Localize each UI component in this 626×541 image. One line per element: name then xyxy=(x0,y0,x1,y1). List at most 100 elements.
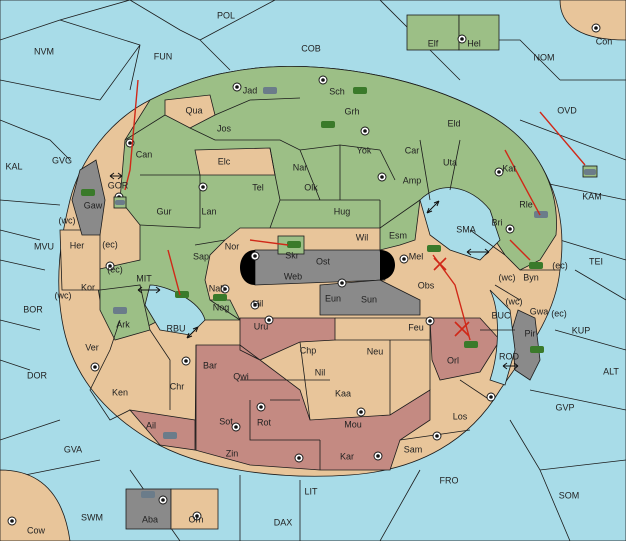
units[interactable] xyxy=(81,87,598,498)
army-orl-icon[interactable] xyxy=(464,341,478,348)
label-eun: Eun xyxy=(325,293,341,303)
label-cob: COB xyxy=(301,43,321,53)
label-her-ec: (ec) xyxy=(102,239,118,249)
fleet-rle-icon[interactable] xyxy=(534,211,548,218)
label-obs: Obs xyxy=(418,280,435,290)
order-arrows xyxy=(124,79,586,341)
label-esm: Esm xyxy=(389,230,407,240)
label-ken: Ken xyxy=(112,387,128,397)
label-dor: DOR xyxy=(27,370,48,380)
label-byn-wc: (wc) xyxy=(499,272,516,282)
label-grh: Grh xyxy=(344,106,359,116)
region-elc xyxy=(194,147,276,176)
label-rbu: RBU xyxy=(166,323,185,333)
army-grh-icon[interactable] xyxy=(321,121,335,128)
label-ail: Ail xyxy=(146,420,156,430)
label-kal: KAL xyxy=(5,161,22,171)
region-hel xyxy=(458,14,500,51)
label-pol: POL xyxy=(217,10,235,20)
label-sot: Sot xyxy=(219,416,233,426)
region-labels: POL NVM FUN COB NOM Con Elf Hel OVD KAL … xyxy=(5,10,619,535)
fleet-kam-icon[interactable] xyxy=(584,169,596,175)
label-bar: Bar xyxy=(203,360,217,370)
province-borders xyxy=(89,97,560,470)
region-orn xyxy=(170,488,219,530)
label-aba: Aba xyxy=(142,514,158,524)
army-byn-icon[interactable] xyxy=(529,262,543,269)
army-mel-icon[interactable] xyxy=(427,245,441,252)
label-con: Con xyxy=(596,36,613,46)
label-uta: Uta xyxy=(443,157,457,167)
label-amp: Amp xyxy=(403,175,422,185)
label-rle: Rle xyxy=(519,199,533,209)
label-sam: Sam xyxy=(404,444,423,454)
label-lan: Lan xyxy=(201,206,216,216)
label-alt: ALT xyxy=(603,366,619,376)
label-nab: Nab xyxy=(209,283,226,293)
army-pir-icon[interactable] xyxy=(530,346,544,353)
label-kor-wc: (wc) xyxy=(55,290,72,300)
label-ark: Ark xyxy=(116,319,130,329)
region-web-ost xyxy=(254,249,386,286)
label-kaa: Kaa xyxy=(335,388,351,398)
fleet-aba-icon[interactable] xyxy=(141,491,155,498)
label-gwa-wc: (wc) xyxy=(506,296,523,306)
label-rod: ROD xyxy=(499,351,520,361)
region-elf xyxy=(406,14,460,51)
label-bri: Bri xyxy=(492,217,503,227)
region-her-kor xyxy=(59,229,101,291)
label-elc: Elc xyxy=(218,156,231,166)
label-nor: Nor xyxy=(225,241,240,251)
label-orl: Orl xyxy=(447,355,459,365)
label-gvp: GVP xyxy=(555,402,574,412)
label-ovd: OVD xyxy=(557,105,577,115)
label-jos: Jos xyxy=(217,123,232,133)
fleet-gor-icon[interactable] xyxy=(115,200,125,205)
label-elf: Elf xyxy=(428,38,439,48)
label-kar: Kar xyxy=(340,451,354,461)
label-mel: Mel xyxy=(409,251,424,261)
label-sma: SMA xyxy=(456,224,476,234)
label-ost: Ost xyxy=(316,256,331,266)
fleet-ark-icon[interactable] xyxy=(113,307,127,314)
label-ver: Ver xyxy=(85,342,99,352)
label-car: Car xyxy=(405,145,420,155)
fleet-ail-icon[interactable] xyxy=(163,432,177,439)
order-arrow-sap-nab xyxy=(167,249,181,296)
army-gaw-icon[interactable] xyxy=(81,189,95,196)
label-tel: Tel xyxy=(252,182,264,192)
army-sch-icon[interactable] xyxy=(353,87,367,94)
label-los: Los xyxy=(453,411,468,421)
label-nog: Nog xyxy=(213,302,230,312)
army-skr-icon[interactable] xyxy=(287,241,301,248)
label-web: Web xyxy=(284,271,302,281)
label-fro: FRO xyxy=(440,475,459,485)
army-nab-icon[interactable] xyxy=(175,291,189,298)
label-kam: KAM xyxy=(582,191,602,201)
label-gva: GVA xyxy=(64,444,82,454)
label-olk: Olk xyxy=(304,182,318,192)
region-qua xyxy=(164,94,216,129)
label-dax: DAX xyxy=(274,517,293,527)
label-mit: MIT xyxy=(136,273,152,283)
label-nar: Nar xyxy=(293,162,308,172)
army-nog-icon[interactable] xyxy=(213,294,227,301)
label-sch: Sch xyxy=(329,86,345,96)
label-yok: Yok xyxy=(357,145,372,155)
label-zin: Zin xyxy=(226,448,239,458)
label-qua: Qua xyxy=(185,105,202,115)
order-arrow-kat-rle xyxy=(504,149,541,216)
label-hug: Hug xyxy=(334,206,351,216)
label-mvu: MVU xyxy=(34,241,54,251)
label-buc: BUC xyxy=(491,310,511,320)
label-byn: Byn xyxy=(523,272,539,282)
label-gor: GOR xyxy=(108,180,129,190)
order-arrow-ovd-kam xyxy=(539,111,586,166)
label-wil: Wil xyxy=(356,232,369,242)
label-hel: Hel xyxy=(467,38,481,48)
label-feu: Feu xyxy=(408,322,424,332)
label-tei: TEI xyxy=(589,256,603,266)
label-fun: FUN xyxy=(154,51,173,61)
fleet-jad-icon[interactable] xyxy=(263,87,277,94)
